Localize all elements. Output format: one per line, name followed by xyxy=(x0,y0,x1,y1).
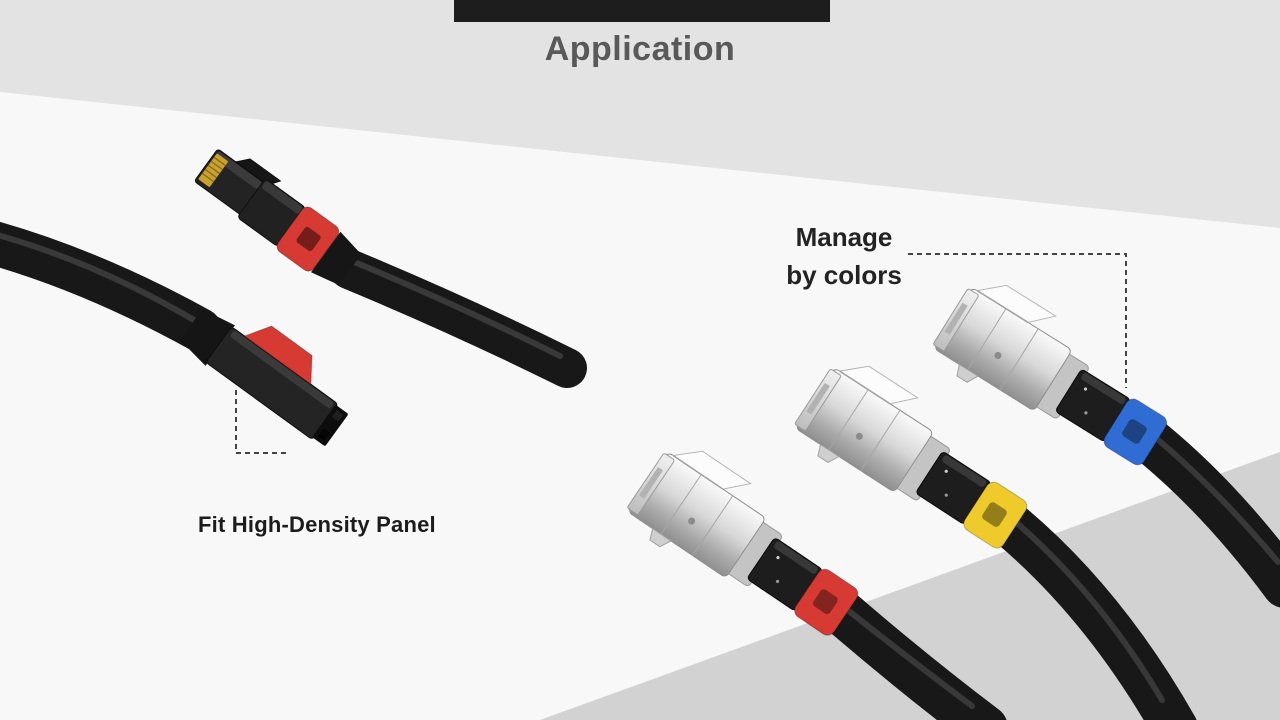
keystone-cable-red xyxy=(821,591,1007,720)
boot-blue xyxy=(1103,398,1168,466)
rj45-plug-bottom xyxy=(179,309,348,446)
brand-logo xyxy=(982,502,1007,527)
page-title: Application xyxy=(544,30,736,68)
patch-cable-bottom xyxy=(0,221,222,352)
keystone-unit-red xyxy=(618,433,859,636)
keystone-unit-yellow xyxy=(786,348,1028,549)
left-callout-line xyxy=(235,390,288,454)
brand-logo xyxy=(296,226,321,252)
keystone-cable-blue xyxy=(1130,420,1280,608)
patch-cable-top xyxy=(329,249,587,388)
manage-by-colors-label: Manage by colors xyxy=(786,222,902,290)
red-latch xyxy=(243,325,313,386)
brand-logo xyxy=(1122,419,1147,444)
header-bar xyxy=(454,0,830,22)
background-corner-shade xyxy=(540,452,1280,720)
boot-yellow xyxy=(963,481,1028,549)
fit-high-density-panel-label: Fit High-Density Panel xyxy=(198,512,436,537)
keystone-group xyxy=(618,253,1280,720)
rj45-plug-top xyxy=(194,149,362,285)
patch-cord-group xyxy=(0,149,587,454)
keystone-cable-yellow xyxy=(990,504,1197,720)
boot-red xyxy=(794,568,859,636)
right-callout-line xyxy=(908,253,1127,388)
keystone-unit-blue xyxy=(924,268,1168,466)
brand-logo xyxy=(813,589,838,614)
